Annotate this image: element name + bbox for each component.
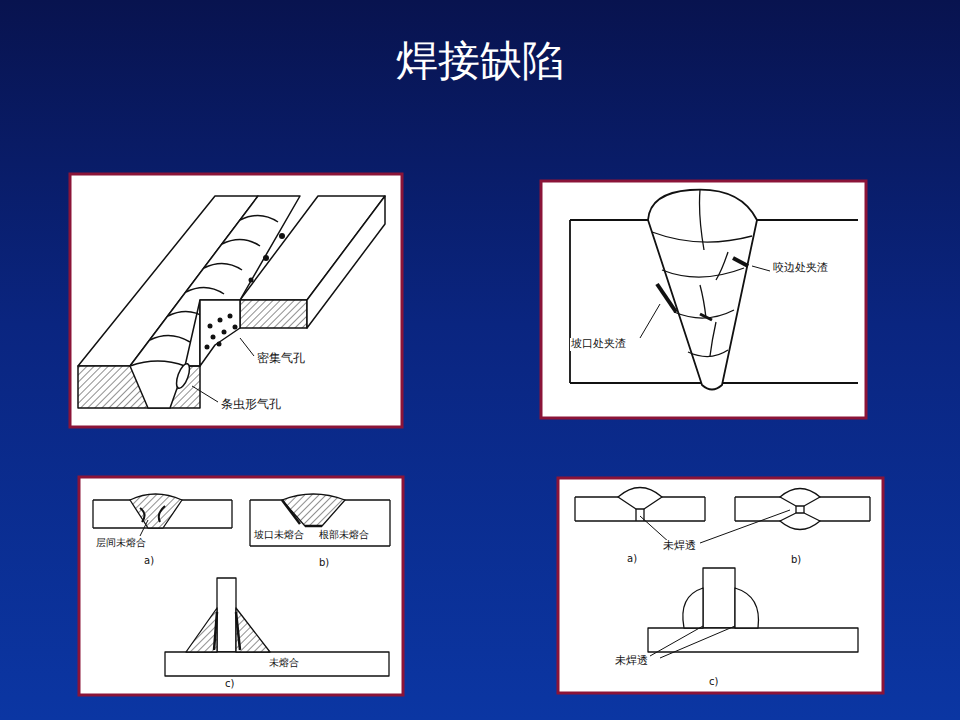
porosity-drawing-part xyxy=(233,325,238,330)
porosity-drawing-part xyxy=(130,196,300,366)
incomplete-penetration-drawing-part xyxy=(703,568,735,628)
callout-label: a) xyxy=(143,555,155,567)
incomplete-penetration-drawing-part xyxy=(683,588,703,628)
callout-label: 未熔合 xyxy=(268,657,300,669)
incomplete-penetration-drawing-part xyxy=(780,489,820,507)
porosity-drawing-part xyxy=(249,278,254,283)
incomplete-penetration-drawing-part xyxy=(636,509,644,521)
porosity-drawing-part xyxy=(228,314,233,319)
incomplete-penetration-drawing-part xyxy=(780,513,820,530)
panel-frame-part xyxy=(541,181,866,418)
panel-frame-part xyxy=(70,174,402,427)
incomplete-penetration-drawing-part xyxy=(796,506,804,513)
incomplete-penetration-drawing-part xyxy=(648,628,858,652)
slag-drawing xyxy=(570,190,858,390)
porosity-drawing-part xyxy=(279,233,285,239)
lack-of-fusion-drawing-part xyxy=(140,506,165,522)
slide-title: 焊接缺陷 xyxy=(0,36,960,86)
porosity-drawing-part xyxy=(200,300,240,366)
panel-frame-part xyxy=(79,477,403,695)
callout-label: c) xyxy=(708,676,719,688)
lack-of-fusion-drawing-part xyxy=(236,608,270,652)
panel-frame xyxy=(70,174,883,695)
panel-frame-part xyxy=(558,478,883,693)
porosity-drawing-part xyxy=(222,330,227,335)
lack-of-fusion-drawing-part xyxy=(186,608,217,652)
callout-label: c) xyxy=(224,678,235,690)
slag-drawing-part xyxy=(700,314,712,320)
callout-label: 未焊透 xyxy=(662,540,697,553)
callout-label: 根部未熔合 xyxy=(318,529,370,541)
slag-drawing-part xyxy=(657,284,676,312)
porosity-drawing-part xyxy=(185,300,200,366)
porosity-drawing-part xyxy=(307,196,385,328)
porosity-drawing-part xyxy=(211,335,216,340)
lack-of-fusion-drawing-part xyxy=(217,578,236,652)
callout-label: 条虫形气孔 xyxy=(220,398,282,412)
callout-label: 咬边处夹渣 xyxy=(772,262,829,275)
incomplete-penetration-drawing-part xyxy=(618,488,662,510)
incomplete-penetration-drawing xyxy=(575,488,870,659)
callout-label: 未焊透 xyxy=(614,655,649,668)
porosity-drawing-part xyxy=(205,345,210,350)
callout-label: 坡口处夹渣 xyxy=(570,338,627,351)
porosity-drawing-part xyxy=(192,338,254,402)
lack-of-fusion-drawing-part xyxy=(282,500,300,524)
incomplete-penetration-drawing-part xyxy=(735,588,759,628)
lack-of-fusion-drawing-part xyxy=(214,612,240,650)
lack-of-fusion-drawing-part xyxy=(282,494,345,526)
lack-of-fusion-drawing-part xyxy=(140,520,148,536)
incomplete-penetration-drawing-part xyxy=(650,626,735,658)
callout-label: b) xyxy=(790,554,802,566)
callout-label: 层间未熔合 xyxy=(95,537,147,549)
slag-drawing-part xyxy=(640,266,770,338)
slag-drawing-part xyxy=(700,190,729,356)
lack-of-fusion-drawing-part xyxy=(130,494,182,528)
slag-drawing-part xyxy=(733,258,748,266)
callout-label: b) xyxy=(318,557,330,569)
porosity-drawing xyxy=(78,196,385,408)
incomplete-penetration-drawing-part xyxy=(640,510,790,543)
callout-label: a) xyxy=(626,553,638,565)
lack-of-fusion-drawing xyxy=(93,494,390,676)
slag-drawing-part xyxy=(648,190,757,390)
porosity-drawing-part xyxy=(174,362,192,390)
porosity-drawing-part xyxy=(240,300,307,328)
porosity-drawing-part xyxy=(217,342,222,347)
porosity-drawing-part xyxy=(218,318,223,323)
callout-label: 坡口未熔合 xyxy=(253,529,305,541)
porosity-drawing-part xyxy=(208,324,213,329)
lack-of-fusion-drawing-part xyxy=(165,652,389,676)
callout-label: 密集气孔 xyxy=(256,352,306,366)
porosity-drawing-part xyxy=(205,233,286,350)
porosity-drawing-part xyxy=(263,255,269,261)
lack-of-fusion-drawing-part xyxy=(305,525,322,528)
